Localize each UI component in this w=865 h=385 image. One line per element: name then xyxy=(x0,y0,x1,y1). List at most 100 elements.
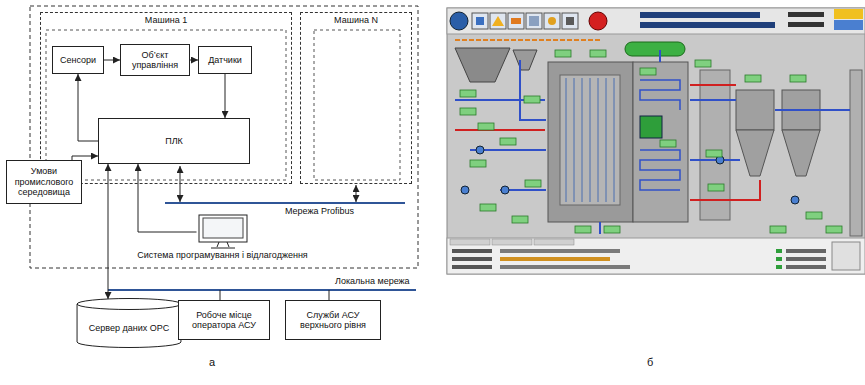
bus-link xyxy=(180,166,181,202)
cylinder-top xyxy=(77,299,181,310)
machine-inner-frame xyxy=(314,30,400,180)
node-text: Умови промислового середовища xyxy=(10,166,78,197)
toolbar-icon xyxy=(548,17,556,25)
value-tag xyxy=(590,50,606,57)
toolbar-icon xyxy=(544,13,560,29)
value-tag xyxy=(525,180,541,187)
scada-toolbar xyxy=(447,8,865,34)
value-tag xyxy=(660,140,676,147)
figure-letter: а xyxy=(209,356,215,369)
plc-box: ПЛК xyxy=(98,118,250,164)
status-square xyxy=(776,265,782,269)
value-tag xyxy=(500,138,516,145)
value-tag xyxy=(790,75,806,82)
value-tag xyxy=(826,226,842,233)
alarm-row xyxy=(452,249,492,253)
monitor-bezel xyxy=(199,215,247,242)
pump xyxy=(476,146,484,154)
status-row xyxy=(786,257,826,261)
monitor-stand xyxy=(211,242,235,248)
node-text: ПЛК xyxy=(165,136,183,146)
furnace-chamber xyxy=(560,75,620,205)
panel-tab xyxy=(450,239,490,245)
value-tag xyxy=(524,96,540,103)
node-text: Сенсори xyxy=(60,55,96,65)
value-tag xyxy=(745,75,761,82)
status-row xyxy=(786,265,826,269)
fuel-hopper xyxy=(513,50,537,70)
connector-arrow xyxy=(108,164,109,299)
opc-server: Сервер даних OPC xyxy=(76,298,182,348)
cylinder-body xyxy=(77,304,181,348)
node-text: Робоче місце оператора АСУ xyxy=(182,310,266,331)
toolbar-icon xyxy=(508,13,524,29)
toolbar-icon xyxy=(529,16,539,26)
node-text: Машина 1 xyxy=(41,15,291,25)
status-indicator xyxy=(834,9,863,19)
value-tag xyxy=(806,212,822,219)
value-tag xyxy=(575,226,591,233)
pump xyxy=(501,186,509,194)
value-tag xyxy=(695,60,711,67)
toolbar-icon xyxy=(526,13,542,29)
fuel-hopper xyxy=(455,48,510,82)
power-icon xyxy=(589,12,607,30)
node-text: Об’єкт управління xyxy=(124,50,186,71)
boiler-furnace xyxy=(548,62,633,222)
value-tag xyxy=(460,90,476,97)
toolbar-icon xyxy=(472,13,488,29)
alarm-box xyxy=(832,242,860,270)
connector-arrow xyxy=(78,74,98,141)
steam-drum xyxy=(625,42,685,56)
value-tag xyxy=(512,216,528,223)
connector-arrow xyxy=(104,60,120,61)
operator-workstation: Робоче місце оператора АСУ xyxy=(178,300,270,340)
pump xyxy=(461,186,469,194)
node-text: Датчики xyxy=(208,55,242,65)
cyclone-cone xyxy=(736,130,774,176)
system-frame xyxy=(30,6,418,268)
programming-station: Система програмування і відлагодження xyxy=(130,214,315,262)
toolbar-icon xyxy=(490,13,506,29)
screen-status-bar xyxy=(788,22,824,27)
alarm-row xyxy=(500,249,620,253)
machine-group: Машина 1 Сенсори Об’єкт управління ДатчикиП… xyxy=(40,12,292,184)
value-tag xyxy=(460,108,476,115)
upper-level-services: Служби АСУ верхнього рівня xyxy=(285,300,381,340)
control-object-box: Об’єкт управління xyxy=(120,44,190,76)
toolbar-icon xyxy=(450,12,468,30)
cyclone xyxy=(736,90,774,130)
panel-tab xyxy=(534,239,574,245)
node-text: Машина N xyxy=(301,15,411,25)
pipelines-hot xyxy=(455,85,760,200)
pump xyxy=(791,196,799,204)
air-heater xyxy=(700,70,730,220)
toolbar-icon xyxy=(476,17,484,25)
network-label: Мережа Profibus xyxy=(285,206,354,216)
value-tag xyxy=(708,184,724,191)
screen-title-bar xyxy=(640,12,760,18)
monitor-icon xyxy=(197,214,249,250)
screen-title-bar xyxy=(640,22,775,28)
node-text: Сервер даних OPC xyxy=(89,323,169,333)
toolbar-icon xyxy=(492,16,504,26)
alarm-panel xyxy=(447,238,865,274)
scada-screen xyxy=(447,8,865,274)
machine-group: Машина N xyxy=(300,12,412,184)
value-tag xyxy=(706,150,722,157)
local-network-bus xyxy=(108,289,416,291)
sensor-box: Сенсори xyxy=(52,46,104,74)
toolbar-icon xyxy=(566,17,574,25)
alarm-row xyxy=(452,257,492,261)
toolbar-icon xyxy=(511,18,521,24)
connector-arrow xyxy=(190,60,198,61)
machine-inner-frame xyxy=(46,30,286,180)
alarm-row xyxy=(452,265,492,269)
pipelines xyxy=(455,50,850,234)
conveyor-line xyxy=(455,39,600,41)
value-tag xyxy=(640,68,656,75)
panel-tab xyxy=(492,239,532,245)
alarm-row xyxy=(500,257,610,261)
heat-exchanger-coil xyxy=(640,80,680,190)
